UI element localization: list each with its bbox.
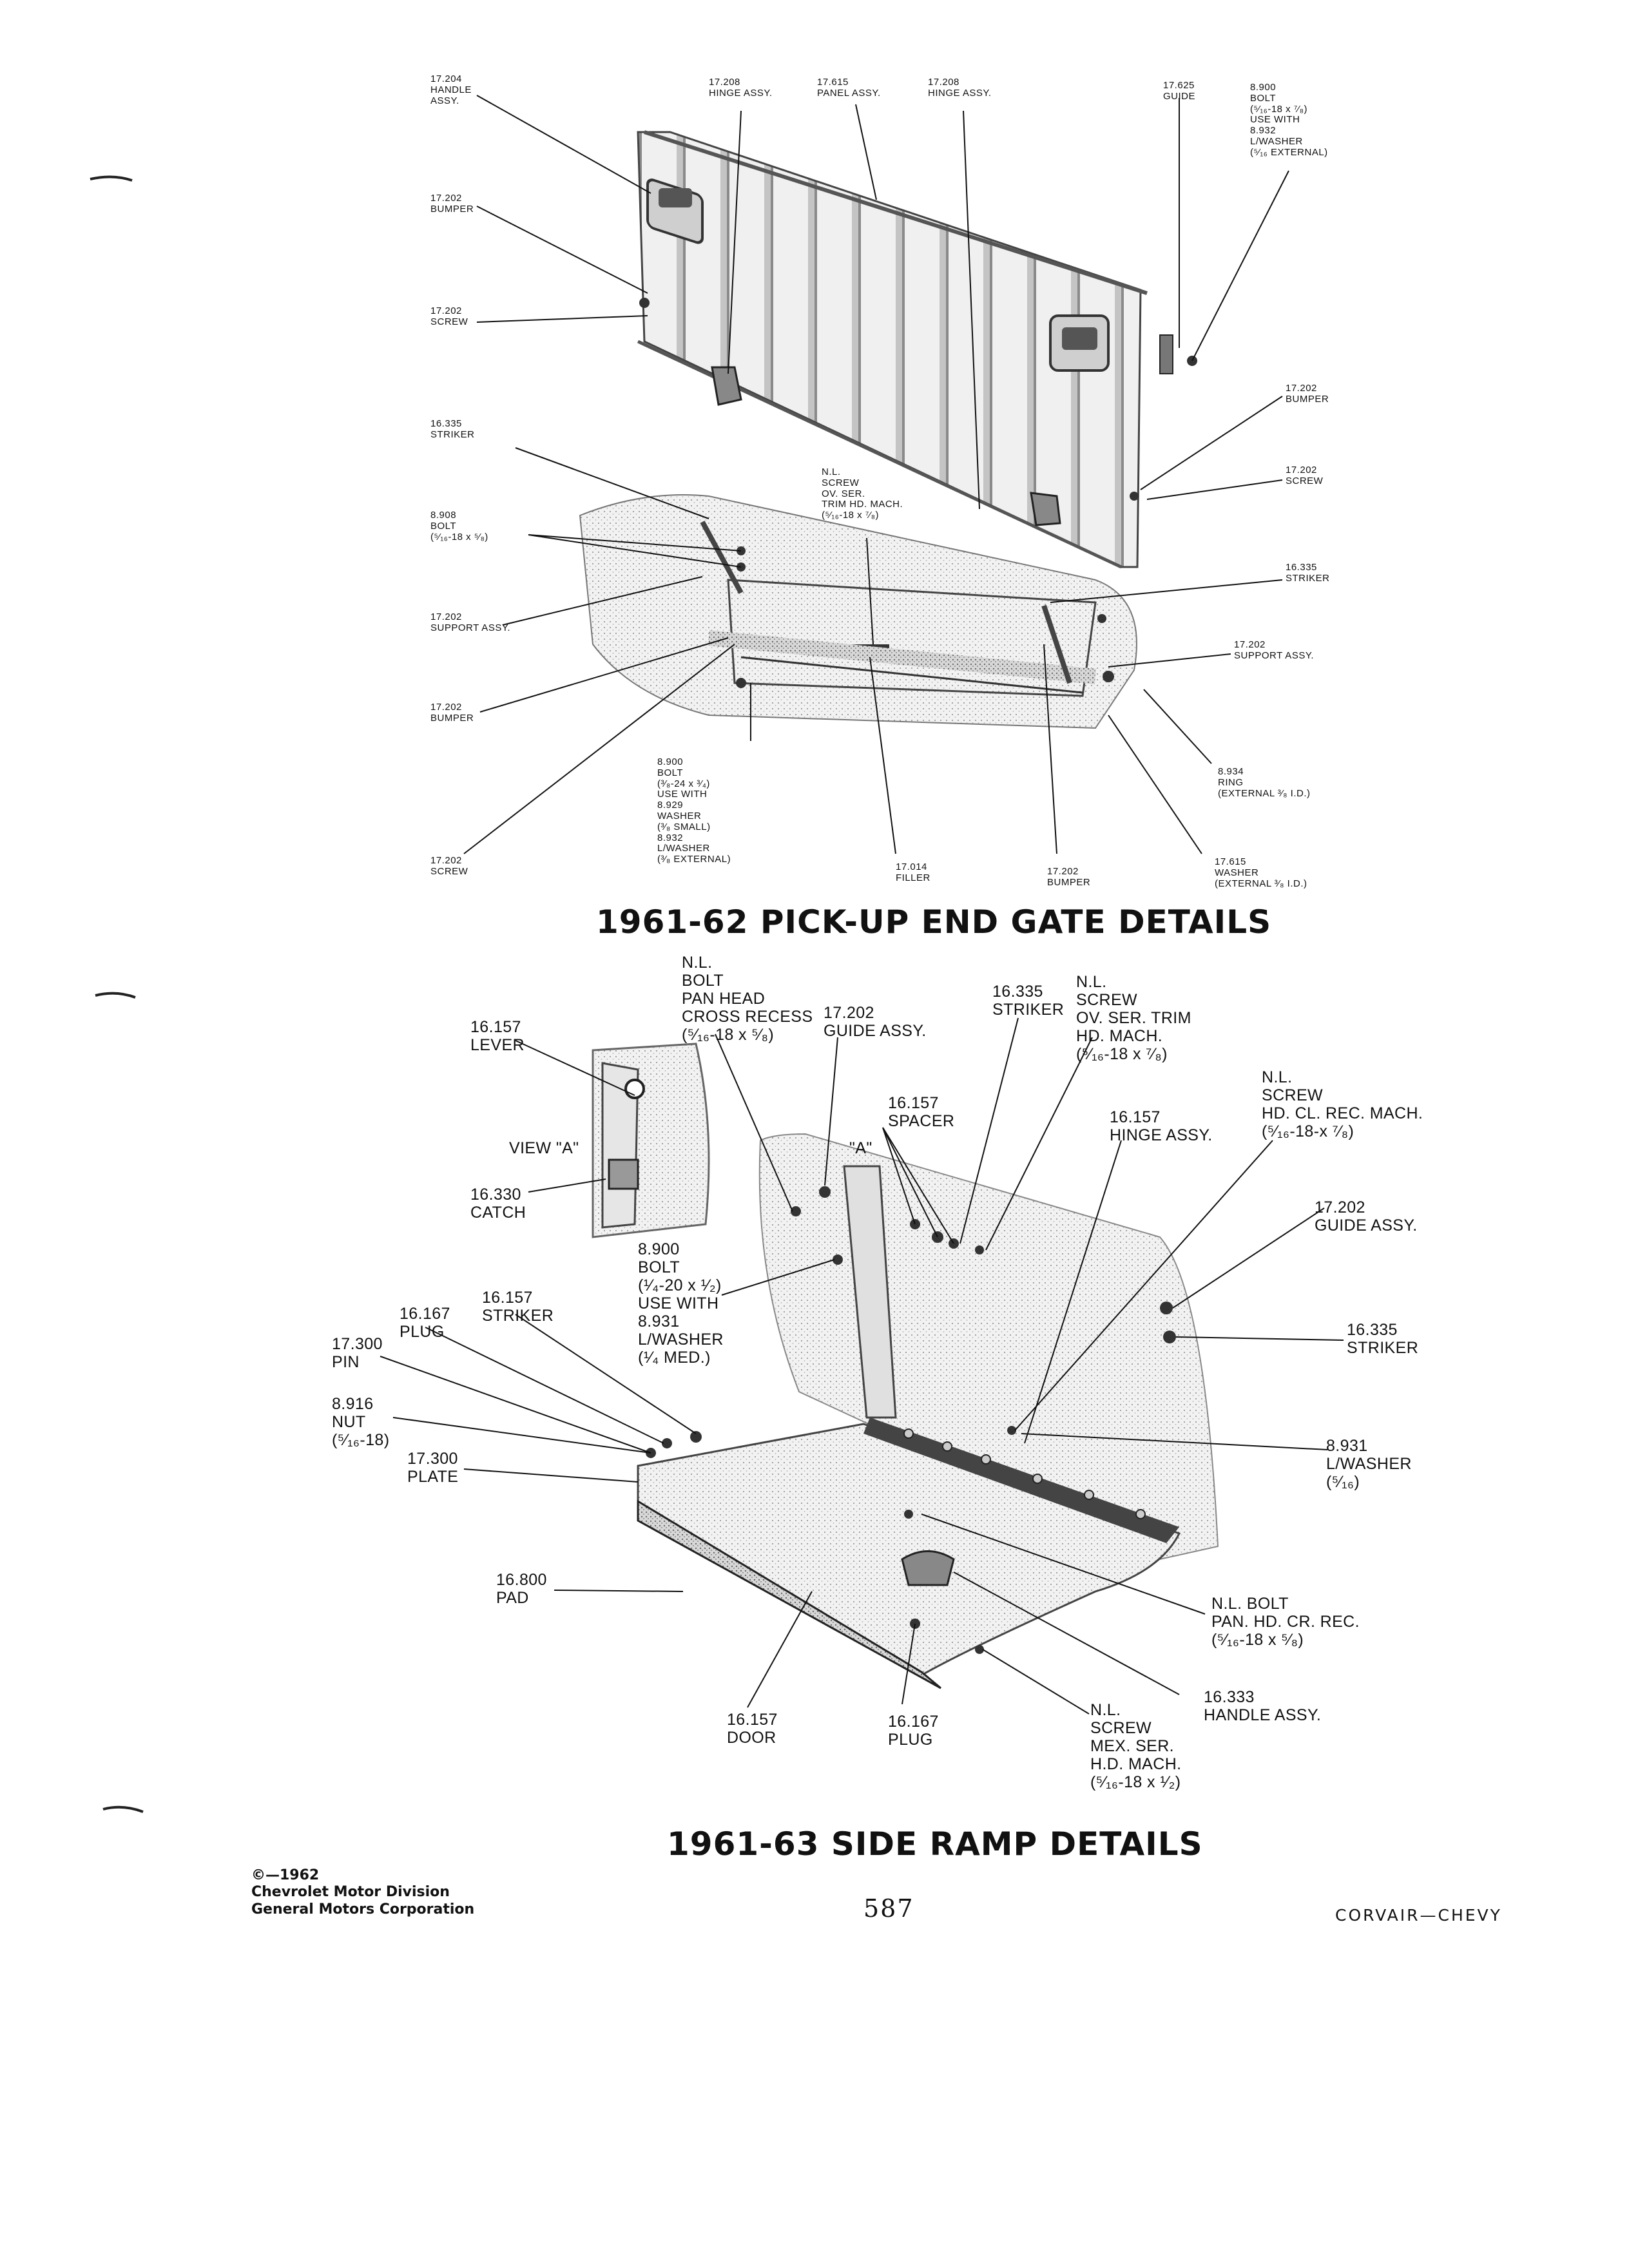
label-pin: 17.300 PIN — [332, 1335, 383, 1371]
label-nl-screw-top: N.L. SCREW OV. SER. TRIM HD. MACH. (⁵⁄₁₆… — [822, 466, 903, 521]
label-spacer: 16.157 SPACER — [888, 1094, 955, 1130]
label-nl-screw-hd: N.L. SCREW HD. CL. REC. MACH. (⁵⁄₁₆-18-x… — [1262, 1068, 1423, 1140]
binder-marks — [90, 175, 144, 1813]
side-ramp-illustration — [380, 1017, 1344, 1715]
label-bolt-8900-top: 8.900 BOLT (⁵⁄₁₆-18 x ⁷⁄₈) USE WITH 8.93… — [1250, 82, 1328, 158]
label-catch: 16.330 CATCH — [470, 1186, 526, 1222]
copyright: ©—1962 Chevrolet Motor Division General … — [251, 1867, 475, 1917]
label-screw-3: 17.202 SCREW — [430, 855, 468, 877]
label-plate: 17.300 PLATE — [407, 1450, 459, 1486]
label-handle-assy-2: 16.333 HANDLE ASSY. — [1204, 1688, 1322, 1724]
label-support-assy-2: 17.202 SUPPORT ASSY. — [1234, 639, 1315, 661]
label-striker-5: 16.335 STRIKER — [1347, 1321, 1419, 1357]
label-nl-screw-ov: N.L. SCREW OV. SER. TRIM HD. MACH. (⁵⁄₁₆… — [1076, 973, 1191, 1063]
label-lwasher: 8.931 L/WASHER (⁵⁄₁₆) — [1326, 1437, 1412, 1491]
label-view-a: VIEW "A" — [509, 1139, 579, 1157]
label-support-assy-1: 17.202 SUPPORT ASSY. — [430, 611, 511, 633]
label-panel-assy: 17.615 PANEL ASSY. — [817, 77, 881, 99]
label-guide-assy-2: 17.202 GUIDE ASSY. — [1315, 1198, 1418, 1235]
label-a-marker: "A" — [849, 1139, 872, 1157]
label-striker-1: 16.335 STRIKER — [430, 418, 475, 440]
title-end-gate: 1961-62 PICK-UP END GATE DETAILS — [596, 903, 1272, 941]
label-filler: 17.014 FILLER — [896, 861, 930, 883]
label-bumper-3: 17.202 BUMPER — [430, 702, 474, 724]
label-striker-4: 16.157 STRIKER — [482, 1289, 554, 1325]
label-guide: 17.625 GUIDE — [1163, 80, 1196, 102]
label-plug-1: 16.167 PLUG — [400, 1305, 450, 1341]
label-door: 16.157 DOOR — [727, 1711, 778, 1747]
brand-mark: CORVAIR—CHEVY — [1335, 1906, 1502, 1925]
label-screw-2: 17.202 SCREW — [1286, 465, 1324, 486]
label-nut: 8.916 NUT (⁵⁄₁₆-18) — [332, 1395, 390, 1449]
label-hinge-assy-1: 17.208 HINGE ASSY. — [709, 77, 773, 99]
label-guide-assy-1: 17.202 GUIDE ASSY. — [824, 1004, 927, 1040]
label-bolt-8900-ramp: 8.900 BOLT (¹⁄₄-20 x ¹⁄₂) USE WITH 8.931… — [638, 1240, 724, 1367]
label-bumper-1: 17.202 BUMPER — [430, 193, 474, 215]
label-ring: 8.934 RING (EXTERNAL ³⁄₈ I.D.) — [1218, 766, 1311, 799]
label-bolt-8900-lower: 8.900 BOLT (³⁄₈-24 x ³⁄₄) USE WITH 8.929… — [657, 756, 731, 865]
label-plug-2: 16.167 PLUG — [888, 1713, 939, 1749]
end-gate-illustration — [463, 95, 1289, 854]
gate-panel — [637, 131, 1142, 568]
label-hinge-assy-3: 16.157 HINGE ASSY. — [1110, 1108, 1213, 1144]
label-striker-3: 16.335 STRIKER — [992, 983, 1065, 1019]
label-hinge-assy-2: 17.208 HINGE ASSY. — [928, 77, 992, 99]
label-nl-screw-mex: N.L. SCREW MEX. SER. H.D. MACH. (⁵⁄₁₆-18… — [1090, 1701, 1182, 1791]
label-handle-assy: 17.204 HANDLE ASSY. — [430, 73, 472, 106]
label-nl-bolt-pan-head: N.L. BOLT PAN HEAD CROSS RECESS (⁵⁄₁₆-18… — [682, 954, 813, 1044]
label-bumper-2: 17.202 BUMPER — [1286, 383, 1329, 405]
title-side-ramp: 1961-63 SIDE RAMP DETAILS — [667, 1825, 1203, 1863]
label-lever: 16.157 LEVER — [470, 1018, 525, 1054]
label-bumper-4: 17.202 BUMPER — [1047, 866, 1091, 888]
page-number: 587 — [863, 1894, 914, 1923]
label-striker-2: 16.335 STRIKER — [1286, 562, 1330, 584]
label-washer: 17.615 WASHER (EXTERNAL ³⁄₈ I.D.) — [1215, 856, 1307, 889]
label-screw-1: 17.202 SCREW — [430, 305, 468, 327]
label-nl-bolt-pan-hd: N.L. BOLT PAN. HD. CR. REC. (⁵⁄₁₆-18 x ⁵… — [1211, 1595, 1360, 1649]
label-bolt-8908: 8.908 BOLT (⁵⁄₁₆-18 x ⁵⁄₈) — [430, 510, 488, 543]
label-pad: 16.800 PAD — [496, 1571, 547, 1607]
